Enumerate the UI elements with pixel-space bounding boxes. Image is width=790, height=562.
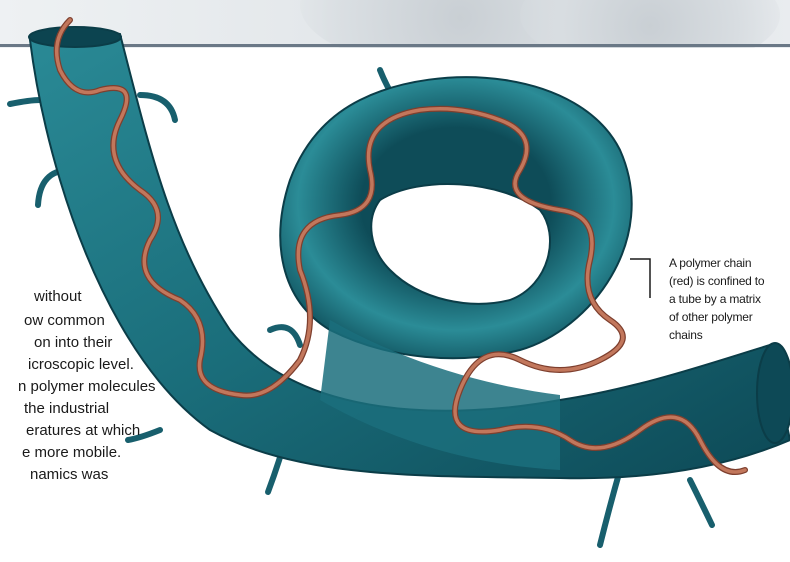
matrix-strand	[10, 100, 40, 104]
caption-line: chains	[669, 326, 790, 344]
body-line: eratures at which	[26, 420, 140, 442]
caption-line: of other polymer	[669, 308, 790, 326]
caption-line: a tube by a matrix	[669, 290, 790, 308]
body-line: e more mobile.	[22, 442, 121, 464]
tube-end-cap	[757, 343, 790, 443]
tube-start-cap	[29, 27, 121, 47]
matrix-strand	[690, 480, 712, 525]
caption-leader-line	[622, 258, 652, 298]
body-line: icroscopic level.	[28, 354, 134, 376]
figure-caption: A polymer chain (red) is confined to a t…	[669, 254, 790, 344]
matrix-strand	[270, 327, 300, 345]
matrix-strand	[140, 95, 175, 120]
body-line: ow common	[24, 310, 105, 332]
body-line: n polymer molecules	[18, 376, 156, 398]
caption-line: (red) is confined to	[669, 272, 790, 290]
caption-line: A polymer chain	[669, 254, 790, 272]
body-line: the industrial	[24, 398, 109, 420]
matrix-strand	[600, 470, 620, 545]
body-line: without	[34, 286, 82, 308]
body-line: on into their	[34, 332, 112, 354]
body-line: namics was	[30, 464, 108, 486]
